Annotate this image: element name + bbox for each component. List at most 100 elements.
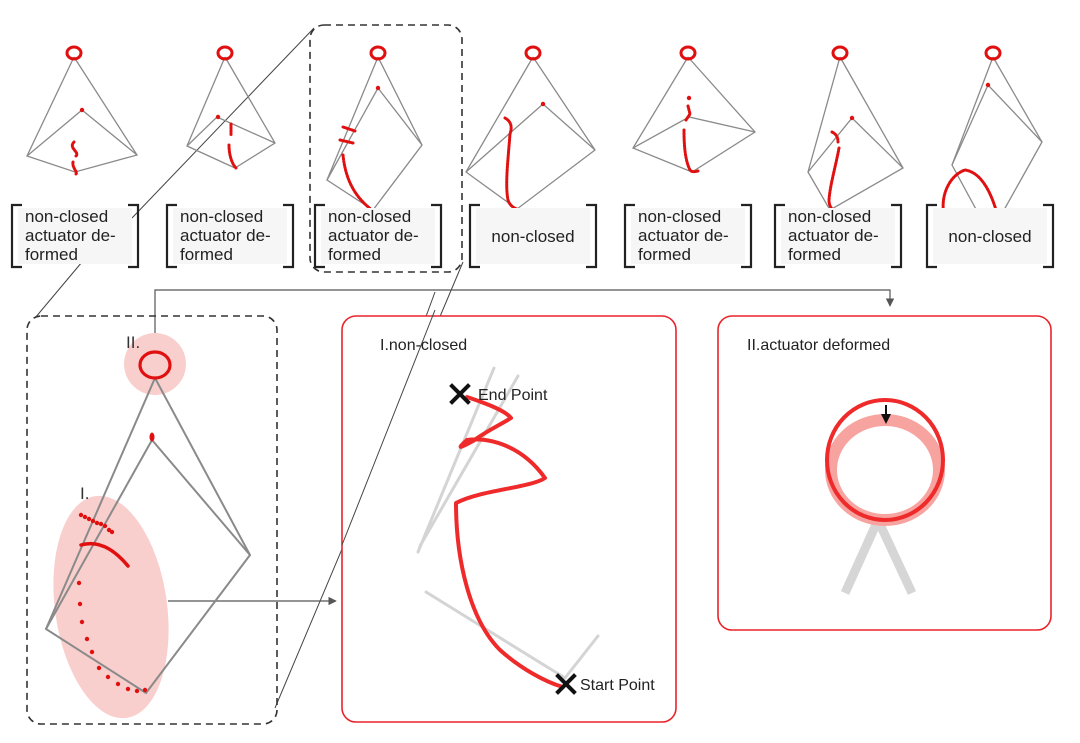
bracket-right (891, 203, 903, 269)
region-I-highlight (53, 495, 169, 719)
zoom-detail: II. I. (26, 315, 278, 725)
label-background (476, 208, 590, 264)
label-background (631, 208, 745, 264)
trajectory-curve (503, 116, 519, 211)
label-background (781, 208, 895, 264)
sample-label-line: formed (638, 245, 691, 264)
trajectory-dot (79, 619, 85, 625)
connector-through-panel (341, 309, 436, 546)
trajectory-dot (96, 665, 102, 671)
zoom-dashed-box (26, 315, 278, 725)
ghost-frame-2 (418, 374, 520, 548)
start-point-marker (555, 673, 577, 695)
end-point-label: End Point (478, 387, 548, 404)
bracket-left (313, 203, 325, 269)
trajectory-dot (98, 521, 104, 527)
actuator-ring-icon (984, 45, 1002, 61)
trajectory-dot (115, 681, 121, 687)
arrows (154, 289, 895, 606)
trajectory-dot (86, 516, 92, 522)
end-point-marker (449, 383, 471, 405)
sample-label-line: formed (25, 245, 78, 264)
actuator-ring-icon (831, 45, 849, 61)
bracket-right (128, 203, 140, 269)
actuator-ring-icon (679, 45, 697, 61)
bracket-right (431, 203, 443, 269)
trajectory-start-dot (375, 85, 381, 91)
zoom-connector-mid (34, 261, 83, 319)
sample-7: non-closed (925, 45, 1055, 269)
trajectory-start-dot (985, 82, 991, 88)
sample-label-line: non-closed (491, 227, 574, 246)
trajectory-start-dot (849, 115, 855, 121)
sample-label-line: formed (788, 245, 841, 264)
frame-inner-outline (326, 86, 423, 181)
bracket-left (10, 203, 22, 269)
bracket-left (623, 203, 635, 269)
bracket-left (165, 203, 177, 269)
trajectory-dot (90, 518, 96, 524)
region-II-label: II. (126, 333, 140, 352)
region-I-label: I. (80, 484, 89, 503)
arrow-to-actuator-panel (154, 289, 895, 335)
sample-label-line: actuator de- (180, 226, 271, 245)
highlight-dashed-box (309, 24, 463, 273)
trajectory-dot (84, 636, 90, 642)
trajectory-dot (78, 512, 84, 518)
frame-outline (326, 56, 423, 211)
trajectory-dot (134, 688, 140, 694)
actuator-ring-icon (524, 45, 542, 61)
sample-label-line: non-closed (328, 207, 411, 226)
ghost-leg-left (840, 518, 883, 595)
sample-label-line: formed (328, 245, 381, 264)
trajectory-dot (76, 580, 82, 586)
sample-label-line: actuator de- (788, 226, 879, 245)
ghost-frame-1 (416, 366, 496, 554)
trajectory-curve (70, 140, 79, 176)
panel-non-closed-border (341, 315, 677, 723)
zoom-connector-top (131, 27, 315, 219)
bracket-right (283, 203, 295, 269)
frame-outline (807, 56, 904, 211)
panel-actuator-border (717, 315, 1052, 631)
bracket-right (586, 203, 598, 269)
ghost-frame-4 (563, 634, 600, 680)
trajectory-curve (338, 125, 374, 212)
trajectory-arc (79, 541, 130, 568)
sample-label-line: actuator de- (25, 226, 116, 245)
frame-inner (45, 439, 153, 630)
original-ring (825, 398, 945, 522)
trajectory-dots (76, 512, 148, 694)
ghost-frame-3 (424, 590, 567, 680)
panel-actuator-title: II.actuator deformed (747, 337, 890, 354)
label-background (173, 208, 287, 264)
frame-outline (186, 56, 276, 169)
ghost-leg-right (873, 518, 917, 595)
region-II-highlight (124, 333, 186, 395)
trajectory-start-dot (215, 114, 221, 120)
label-background (933, 208, 1047, 264)
sample-label-line: non-closed (638, 207, 721, 226)
sample-label-line: non-closed (25, 207, 108, 226)
actuator-ring-icon (65, 45, 83, 61)
frame-inner-outline (951, 83, 1043, 166)
frame-inner-outline (807, 117, 904, 173)
trajectory-dot (109, 529, 115, 535)
bracket-left (773, 203, 785, 269)
bracket-right (741, 203, 753, 269)
panel-actuator-deformed: II.actuator deformed (717, 315, 1052, 631)
trajectory-dot (89, 649, 95, 655)
sample-label-line: formed (180, 245, 233, 264)
panel-non-closed: I.non-closed End Point Start Point (341, 309, 677, 723)
bracket-left (468, 203, 480, 269)
start-point-label: Start Point (580, 677, 655, 694)
sample-label-line: non-closed (788, 207, 871, 226)
trajectory-start-dot (79, 107, 85, 113)
trajectory-dot (125, 686, 131, 692)
sample-label-line: non-closed (948, 227, 1031, 246)
